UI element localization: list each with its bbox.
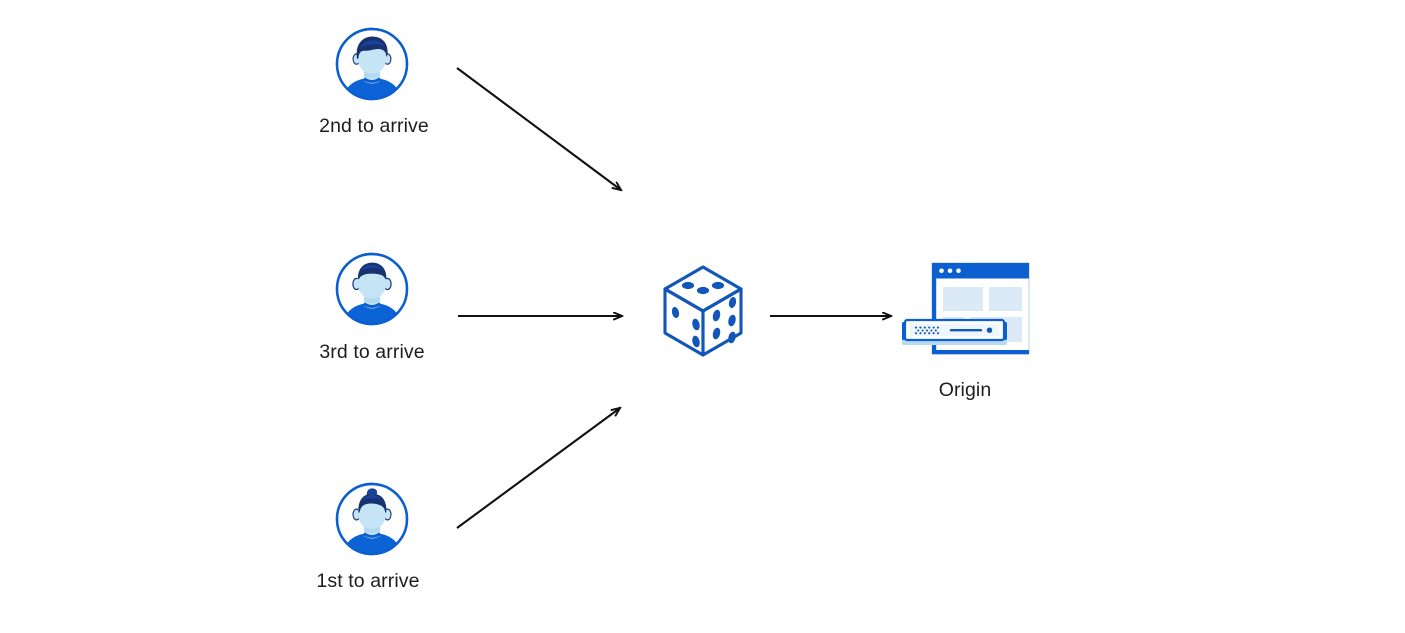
content-block bbox=[989, 287, 1022, 311]
browser-dot bbox=[939, 268, 944, 274]
server-device-icon bbox=[902, 318, 1007, 345]
browser-window-icon bbox=[931, 262, 1030, 355]
content-block bbox=[943, 287, 983, 311]
browser-dot bbox=[947, 268, 953, 274]
client-avatar-3rd[interactable] bbox=[334, 251, 410, 327]
browser-dot bbox=[956, 268, 961, 274]
arrow-1st-to-dice bbox=[456, 408, 620, 529]
client-label-3rd: 3rd to arrive bbox=[319, 341, 425, 363]
origin-label: Origin bbox=[938, 379, 992, 401]
client-avatar-1st[interactable] bbox=[334, 481, 410, 557]
user-avatar-icon bbox=[335, 252, 409, 326]
client-avatar-2nd[interactable] bbox=[334, 26, 410, 102]
client-label-2nd: 2nd to arrive bbox=[319, 115, 429, 137]
origin-server[interactable] bbox=[893, 258, 1038, 368]
user-avatar-icon bbox=[335, 482, 409, 556]
origin-server-icon bbox=[902, 262, 1030, 355]
randomizer-dice[interactable] bbox=[658, 262, 748, 362]
client-label-1st: 1st to arrive bbox=[316, 570, 420, 592]
user-avatar-icon bbox=[335, 27, 409, 101]
dice-icon bbox=[663, 265, 743, 357]
